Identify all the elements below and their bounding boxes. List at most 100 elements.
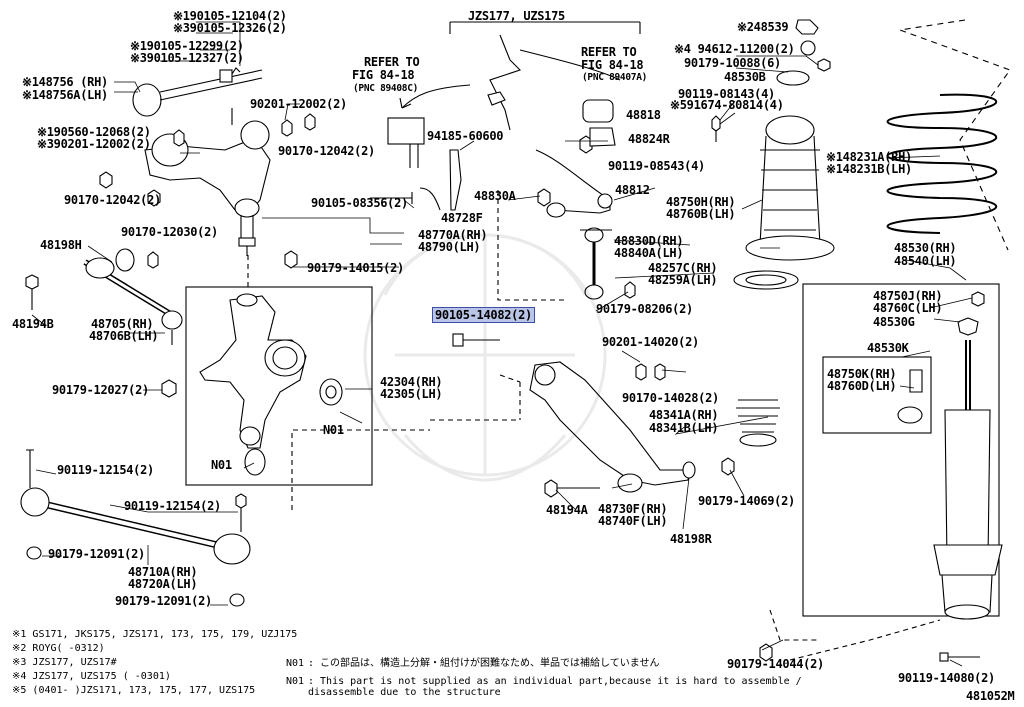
- part-label-90179-14015[interactable]: 90179-14015(2): [307, 261, 404, 275]
- refer-pnc-right[interactable]: (PNC 89407A): [582, 72, 648, 83]
- knuckle-drawing: [199, 250, 343, 476]
- part-label-48760c[interactable]: 48760C(LH): [873, 301, 943, 315]
- part-label-90170-14028[interactable]: 90170-14028(2): [622, 391, 719, 405]
- part-label-90179-12091-a[interactable]: 90179-12091(2): [48, 547, 145, 561]
- insert-box: [822, 356, 932, 434]
- part-label-90105-14082-selected[interactable]: 90105-14082(2): [432, 307, 535, 323]
- part-label-48198r[interactable]: 48198R: [670, 532, 712, 546]
- lower-arm-drawing: [20, 449, 251, 607]
- part-label-48750j[interactable]: 48750J(RH): [873, 289, 943, 303]
- part-label-48756[interactable]: ※148756 (RH): [22, 75, 108, 89]
- part-label-90119-12154-a[interactable]: 90119-12154(2): [57, 463, 154, 477]
- part-label-42304[interactable]: 42304(RH): [380, 375, 443, 389]
- part-label-90179-10088[interactable]: 90179-10088(6): [684, 56, 781, 70]
- part-label-48710a[interactable]: 48710A(RH): [128, 565, 198, 579]
- part-label-48790[interactable]: 48790(LH): [418, 240, 481, 254]
- part-label-90179-12027[interactable]: 90179-12027(2): [52, 383, 149, 397]
- part-label-90179-08206[interactable]: 90179-08206(2): [596, 302, 693, 316]
- part-label-48530g[interactable]: 48530G: [873, 315, 915, 329]
- part-label-48750k[interactable]: 48750K(RH): [827, 367, 897, 381]
- part-label-n01-b[interactable]: N01: [211, 458, 232, 472]
- footnote-2: ※2 ROYG( -0312): [12, 643, 105, 654]
- part-label-48812[interactable]: 48812: [615, 183, 650, 197]
- refer-to-right: REFER TO: [581, 45, 637, 59]
- part-label-48770a[interactable]: 48770A(RH): [418, 228, 488, 242]
- leader-lines: [31, 21, 973, 667]
- part-label-90201-14020[interactable]: 90201-14020(2): [602, 335, 699, 349]
- part-label-48540[interactable]: 48540(LH): [894, 254, 957, 268]
- model-applicability-label: JZS177, UZS175: [468, 9, 565, 23]
- part-label-n01-a[interactable]: N01: [323, 423, 344, 437]
- part-label-90201-12002-b[interactable]: ※390201-12002(2): [37, 137, 151, 151]
- part-label-90105-12327[interactable]: ※390105-12327(2): [130, 51, 244, 65]
- n01-note-japanese: : この部品は、構造上分解・組付けが困難なため、単品では補給していません: [308, 658, 660, 669]
- part-label-48760b[interactable]: 48760B(LH): [666, 207, 736, 221]
- lower-control-arm-drawing: [291, 333, 735, 510]
- refer-fig-left[interactable]: FIG 84-18: [352, 68, 415, 82]
- part-label-48257c[interactable]: 48257C(RH): [648, 261, 718, 275]
- part-label-48530k[interactable]: 48530K: [867, 341, 909, 355]
- part-label-90170-12030[interactable]: 90170-12030(2): [121, 225, 218, 239]
- part-label-48830d[interactable]: 48830D(RH): [614, 234, 684, 248]
- refer-to-left: REFER TO: [364, 55, 420, 69]
- part-label-48840a[interactable]: 48840A(LH): [614, 246, 684, 260]
- footnote-4: ※4 JZS177, UZS175 ( -0301): [12, 671, 171, 682]
- part-label-90105-12299[interactable]: ※190105-12299(2): [130, 39, 244, 53]
- part-label-42305[interactable]: 42305(LH): [380, 387, 443, 401]
- part-label-48728f[interactable]: 48728F: [441, 211, 483, 225]
- part-label-90170-12042-a[interactable]: 90170-12042(2): [278, 144, 375, 158]
- part-label-48750h[interactable]: 48750H(RH): [666, 195, 736, 209]
- footnote-1: ※1 GS171, JKS175, JZS171, 173, 175, 179,…: [12, 629, 298, 640]
- footnote-5: ※5 (0401- )JZS171, 173, 175, 177, UZS175: [12, 685, 256, 696]
- part-label-90179-14069[interactable]: 90179-14069(2): [698, 494, 795, 508]
- part-label-48740f[interactable]: 48740F(LH): [598, 514, 668, 528]
- part-label-90179-12091-b[interactable]: 90179-12091(2): [115, 594, 212, 608]
- stabilizer-drawing: [247, 34, 636, 301]
- part-label-94185-60600[interactable]: 94185-60600: [427, 129, 504, 143]
- part-label-48818[interactable]: 48818: [626, 108, 661, 122]
- n01-note-english-2: disassemble due to the structure: [308, 687, 501, 698]
- part-label-48194a[interactable]: 48194A: [546, 503, 588, 517]
- part-label-48756a[interactable]: ※148756A(LH): [22, 88, 108, 102]
- part-label-48730f[interactable]: 48730F(RH): [598, 502, 668, 516]
- part-label-48824r[interactable]: 48824R: [628, 132, 670, 146]
- part-label-94612-11200[interactable]: ※4 94612-11200(2): [674, 42, 795, 56]
- shock-box: [802, 283, 1000, 617]
- part-label-91674-80814[interactable]: ※591674-80814(4): [670, 98, 784, 112]
- shock-drawing: [579, 19, 1011, 447]
- part-label-90105-12326[interactable]: ※390105-12326(2): [173, 21, 287, 35]
- part-label-90179-14044[interactable]: 90179-14044(2): [727, 657, 824, 671]
- knuckle-box: [185, 286, 373, 486]
- part-label-90201-12002[interactable]: 90201-12002(2): [250, 97, 347, 111]
- part-label-90560-12068[interactable]: ※190560-12068(2): [37, 125, 151, 139]
- part-label-90105-08356[interactable]: 90105-08356(2): [311, 196, 408, 210]
- part-label-90170-12042-b[interactable]: 90170-12042(2): [64, 193, 161, 207]
- part-label-48760d[interactable]: 48760D(LH): [827, 379, 897, 393]
- footnote-3: ※3 JZS177, UZS17#: [12, 657, 117, 668]
- part-label-48530b[interactable]: 48530B: [724, 70, 766, 84]
- part-label-90119-12154-b[interactable]: 90119-12154(2): [124, 499, 221, 513]
- part-label-48530[interactable]: 48530(RH): [894, 241, 957, 255]
- refer-fig-right[interactable]: FIG 84-18: [581, 58, 644, 72]
- part-label-90119-08543[interactable]: 90119-08543(4): [608, 159, 705, 173]
- part-label-48720a[interactable]: 48720A(LH): [128, 577, 198, 591]
- part-label-48830a[interactable]: 48830A: [474, 189, 516, 203]
- part-label-48705[interactable]: 48705(RH): [91, 317, 154, 331]
- n01-note-english-1: : This part is not supplied as an indivi…: [308, 676, 802, 687]
- model-bracket: [449, 21, 641, 34]
- part-label-90119-08143[interactable]: 90119-08143(4): [678, 87, 775, 101]
- part-label-48539[interactable]: ※248539: [737, 20, 789, 34]
- part-label-48341b[interactable]: 48341B(LH): [649, 421, 719, 435]
- part-label-48194b[interactable]: 48194B: [12, 317, 54, 331]
- part-label-48706b[interactable]: 48706B(LH): [89, 329, 159, 343]
- part-label-48198h[interactable]: 48198H: [40, 238, 82, 252]
- refer-pnc-left[interactable]: (PNC 89408C): [353, 83, 419, 94]
- part-label-90119-14080[interactable]: 90119-14080(2): [898, 671, 995, 685]
- part-label-48231b[interactable]: ※148231B(LH): [826, 162, 912, 176]
- part-label-48341a[interactable]: 48341A(RH): [649, 408, 719, 422]
- part-label-48231a[interactable]: ※148231A(RH): [826, 150, 912, 164]
- part-label-48259a[interactable]: 48259A(LH): [648, 273, 718, 287]
- diagram-id: 481052M: [966, 689, 1015, 703]
- part-label-90105-12104[interactable]: ※190105-12104(2): [173, 9, 287, 23]
